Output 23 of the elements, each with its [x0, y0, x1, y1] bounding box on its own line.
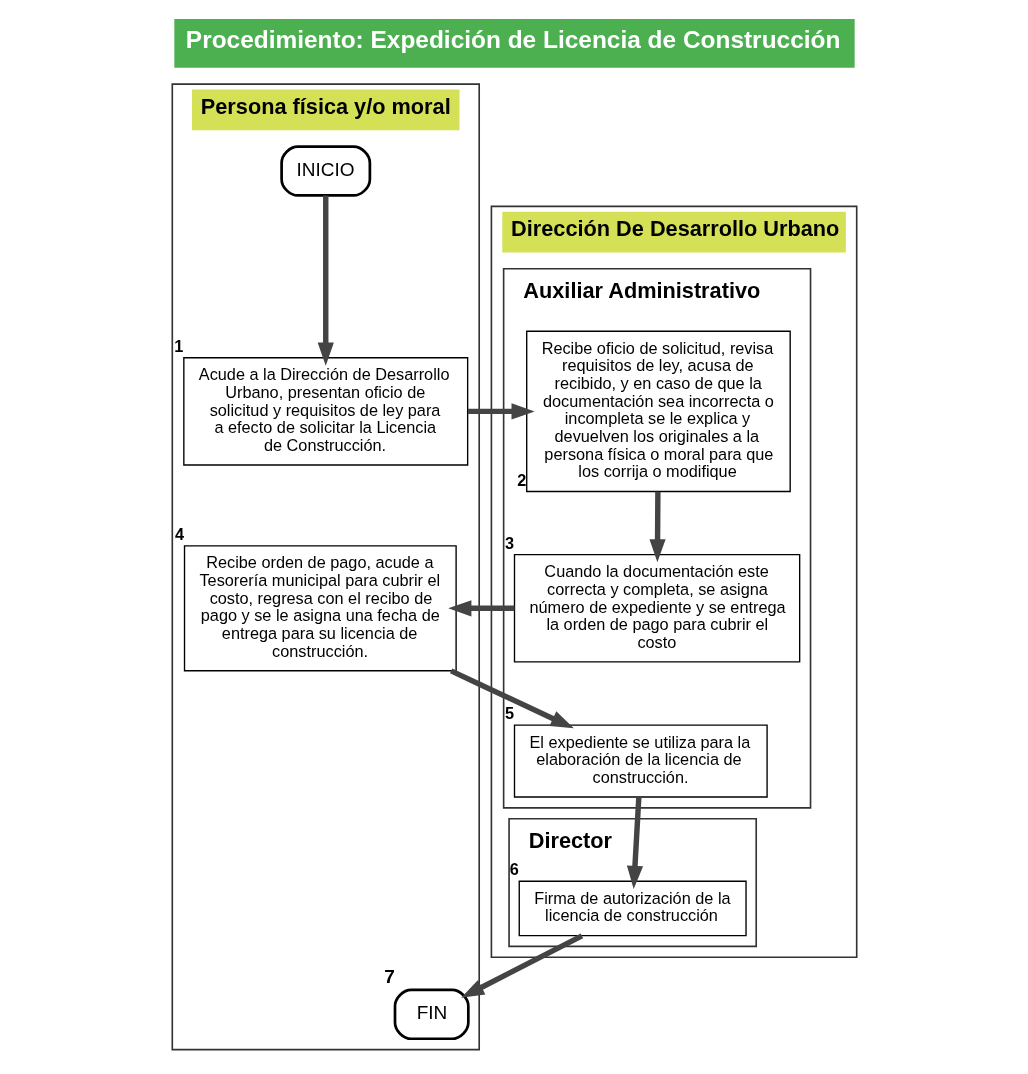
- node-label: 2: [516, 470, 526, 489]
- arrow: [317, 195, 334, 366]
- node-box: El expediente se utiliza para la elaboración de la licencia de construcción.: [513, 724, 768, 798]
- node-box: Recibe orden de pago, acude a Tesorería municipal para cubrir el costo, regresa con el recibo de pago y se le asigna una fecha de entrega para su licencia de construcción.: [183, 545, 457, 672]
- arrow: [460, 933, 583, 998]
- arrow: [467, 403, 535, 420]
- diagram-title: Procedimiento: Expedición de Licencia de Construcción: [185, 26, 840, 53]
- node-label: 3: [504, 533, 514, 552]
- node-label: 7: [383, 966, 395, 988]
- arrow: [626, 796, 643, 890]
- node-box: Acude a la Dirección de Desarrollo Urbano, presentan oficio de solicitud y requisitos de ley para a efecto de solicitar la Licencia de Construcción.: [182, 357, 468, 466]
- arrow: [447, 600, 514, 617]
- node-label: 5: [504, 704, 514, 723]
- arrow: [449, 668, 574, 729]
- node-box: INICIO: [279, 145, 371, 197]
- node-box: Firma de autorización de la licencia de construcción: [518, 880, 747, 937]
- node-box: FIN: [393, 988, 470, 1041]
- node-label: 6: [509, 860, 519, 879]
- node-label: 1: [173, 336, 183, 355]
- arrow: [648, 491, 666, 563]
- node-label: 4: [174, 524, 184, 543]
- node-box: Recibe oficio de solicitud, revisa requisitos de ley, acusa de recibido, y en caso de que la documentación sea incorrecta o incompleta se le explica y devuelven los originales a la persona física o moral para que los corrija o modifique: [525, 330, 791, 493]
- node-box: Cuando la documentación este correcta y completa, se asigna número de expediente y se entrega la orden de pago para cubrir el costo: [513, 553, 800, 663]
